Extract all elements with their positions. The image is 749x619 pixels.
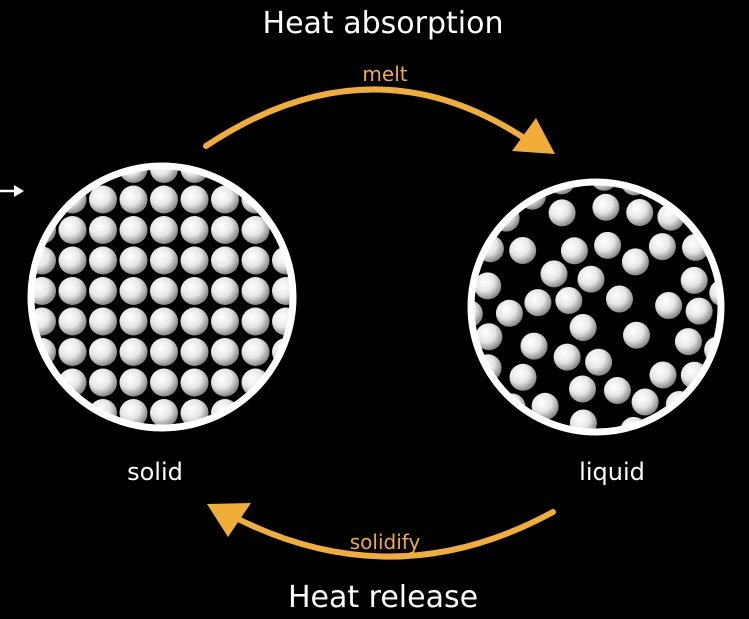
particle — [89, 216, 117, 244]
heat-absorption-title: Heat absorption — [262, 6, 504, 41]
particle — [621, 248, 649, 276]
particle — [531, 392, 559, 420]
particle — [540, 260, 568, 288]
particle — [548, 199, 576, 227]
particle — [58, 216, 87, 244]
particle — [119, 277, 148, 305]
particle — [674, 328, 702, 356]
particle — [211, 368, 239, 397]
particle — [150, 368, 178, 397]
particle — [150, 338, 178, 366]
particle — [89, 368, 117, 397]
particle — [649, 361, 677, 389]
particle — [150, 246, 178, 275]
particle — [474, 272, 502, 300]
melt-arrow — [203, 86, 555, 154]
particle — [509, 237, 537, 264]
right-arrow-icon — [0, 185, 24, 197]
particle — [680, 266, 708, 294]
particle — [89, 338, 117, 366]
particle — [524, 289, 552, 317]
particle — [272, 307, 293, 336]
particle — [471, 300, 483, 328]
heat-release-title: Heat release — [287, 580, 479, 615]
melt-label: melt — [362, 62, 408, 86]
particle — [119, 216, 148, 244]
particle — [58, 246, 87, 275]
particle — [58, 277, 87, 305]
particle — [211, 277, 239, 305]
particle — [119, 368, 148, 397]
particle — [241, 246, 270, 275]
liquid-circle — [467, 178, 725, 436]
particle — [594, 231, 622, 259]
particle — [655, 292, 683, 319]
particle — [555, 287, 583, 314]
solid-label: solid — [127, 458, 183, 486]
solidify-arrow — [207, 503, 556, 560]
particle — [585, 348, 613, 376]
particle — [58, 307, 87, 336]
particle — [58, 338, 87, 366]
particle — [626, 199, 654, 226]
liquid-label: liquid — [579, 458, 645, 486]
particle — [648, 233, 676, 261]
particle — [577, 265, 605, 293]
particle — [150, 216, 178, 244]
particle — [180, 185, 209, 214]
particle — [119, 246, 148, 275]
particle — [553, 343, 581, 371]
particle — [119, 185, 148, 214]
particle — [119, 338, 148, 366]
particle — [180, 216, 209, 244]
particle — [211, 338, 239, 366]
particle — [569, 314, 597, 341]
particle — [150, 399, 178, 427]
particle — [623, 321, 650, 349]
particle — [180, 307, 209, 336]
particle — [241, 307, 270, 336]
particle — [241, 216, 270, 244]
particle — [180, 246, 209, 275]
particle — [150, 307, 178, 336]
particle — [211, 246, 239, 275]
particle — [211, 307, 239, 336]
particle — [509, 363, 537, 391]
particle — [569, 375, 596, 403]
particle — [241, 338, 270, 366]
particle — [592, 193, 620, 221]
particle — [603, 377, 631, 404]
particle — [89, 277, 117, 305]
particle — [211, 216, 239, 244]
particle — [89, 307, 117, 336]
particle — [241, 277, 270, 305]
particle — [150, 277, 178, 305]
particle — [606, 285, 633, 313]
particle — [685, 297, 713, 325]
particle — [495, 299, 523, 327]
solidify-label: solidify — [349, 530, 421, 554]
particle — [475, 323, 503, 351]
particle — [631, 388, 659, 416]
particle — [180, 277, 209, 305]
solid-circle — [27, 162, 297, 432]
particle — [272, 277, 293, 305]
particle — [150, 185, 178, 214]
particle — [119, 307, 148, 336]
particle — [180, 368, 209, 397]
particle — [89, 246, 117, 275]
particle — [560, 237, 588, 265]
particle — [520, 332, 548, 360]
particle — [89, 185, 117, 214]
particle — [211, 185, 239, 214]
particle — [180, 338, 209, 366]
